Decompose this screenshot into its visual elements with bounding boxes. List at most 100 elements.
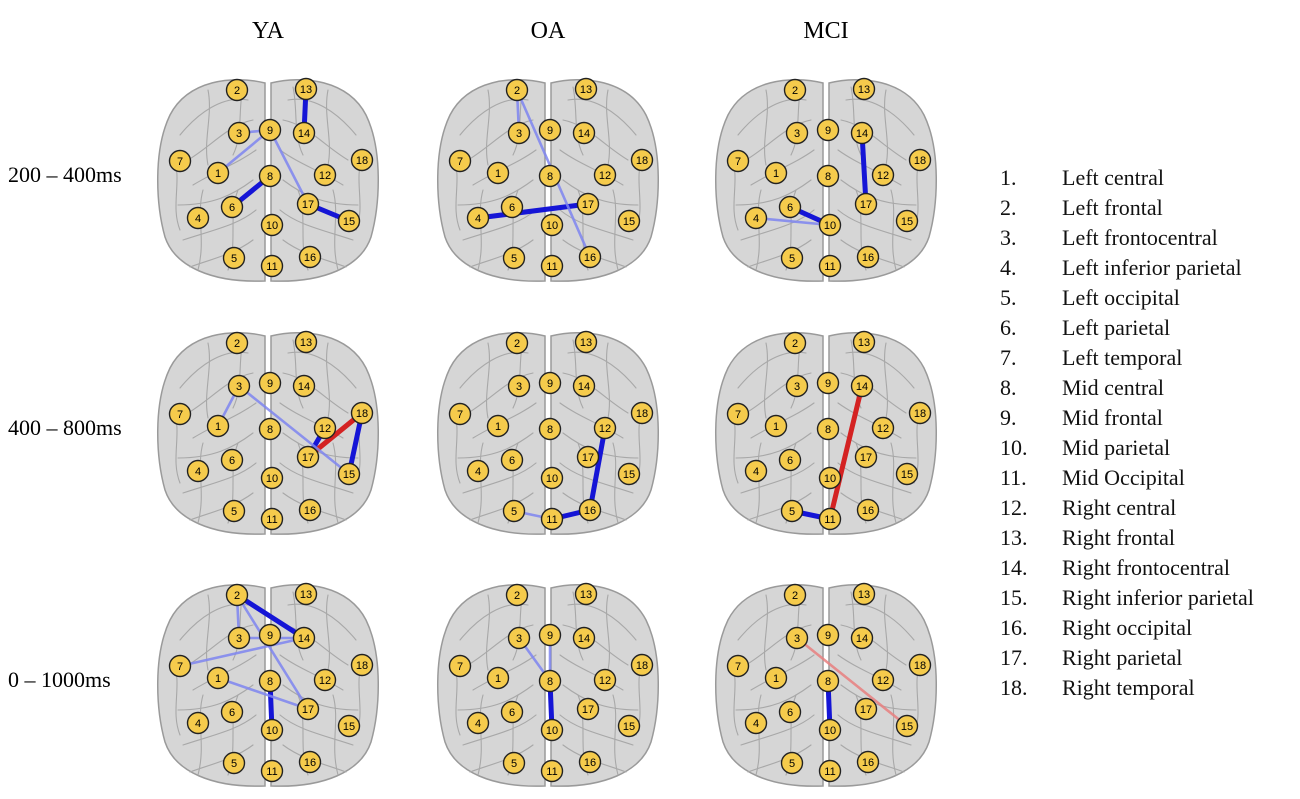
node-label: 16	[862, 252, 874, 264]
legend-item: 9.Mid frontal	[1000, 403, 1254, 433]
node-label: 18	[914, 408, 926, 420]
node-label: 11	[824, 766, 835, 778]
node-label: 15	[343, 469, 355, 481]
node-18: 18	[908, 653, 932, 677]
node-12: 12	[871, 163, 895, 187]
legend-number: 4.	[1000, 255, 1017, 280]
node-label: 8	[267, 424, 273, 436]
legend-item: 16.Right occipital	[1000, 613, 1254, 643]
node-10: 10	[818, 213, 842, 237]
node-7: 7	[726, 402, 750, 426]
node-label: 10	[266, 473, 278, 485]
node-18: 18	[630, 401, 654, 425]
node-label: 5	[511, 506, 517, 518]
legend-number: 18.	[1000, 675, 1028, 700]
node-label: 13	[580, 589, 592, 601]
node-label: 10	[266, 220, 278, 232]
node-label: 10	[824, 220, 836, 232]
node-label: 12	[877, 675, 889, 687]
legend-region-name: Mid central	[1062, 375, 1165, 400]
node-label: 4	[475, 213, 481, 225]
node-label: 5	[231, 758, 237, 770]
node-label: 16	[304, 505, 316, 517]
node-label: 18	[636, 155, 648, 167]
node-label: 2	[234, 338, 240, 350]
node-label: 11	[266, 766, 277, 778]
node-label: 8	[547, 676, 553, 688]
node-label: 8	[547, 171, 553, 183]
node-6: 6	[220, 700, 244, 724]
node-label: 12	[599, 170, 611, 182]
legend-item: 1.Left central	[1000, 163, 1254, 193]
edge-1-17	[216, 676, 310, 711]
edge-3-15	[237, 384, 351, 476]
node-label: 2	[514, 590, 520, 602]
legend-region-name: Mid Occipital	[1062, 465, 1185, 490]
node-label: 16	[584, 757, 596, 769]
legend-number: 2.	[1000, 195, 1017, 220]
node-label: 4	[753, 466, 759, 478]
node-label: 4	[753, 213, 759, 225]
node-label: 11	[824, 514, 835, 526]
legend-number: 16.	[1000, 615, 1028, 640]
legend-item: 3.Left frontocentral	[1000, 223, 1254, 253]
legend-item: 17.Right parietal	[1000, 643, 1254, 673]
node-label: 4	[475, 466, 481, 478]
node-label: 16	[862, 505, 874, 517]
node-6: 6	[778, 195, 802, 219]
node-label: 1	[495, 673, 501, 685]
node-8: 8	[816, 417, 840, 441]
node-10: 10	[818, 718, 842, 742]
node-label: 7	[457, 156, 463, 168]
node-12: 12	[313, 163, 337, 187]
node-9: 9	[816, 371, 840, 395]
node-label: 13	[580, 84, 592, 96]
node-label: 1	[215, 673, 221, 685]
node-label: 11	[546, 261, 557, 273]
node-label: 2	[792, 338, 798, 350]
node-3: 3	[507, 121, 531, 145]
node-10: 10	[260, 718, 284, 742]
node-17: 17	[576, 445, 600, 469]
node-2: 2	[783, 583, 807, 607]
node-7: 7	[726, 654, 750, 678]
node-label: 5	[511, 758, 517, 770]
node-label: 17	[860, 199, 872, 211]
node-label: 9	[825, 630, 831, 642]
node-label: 16	[584, 252, 596, 264]
node-label: 9	[547, 630, 553, 642]
node-11: 11	[818, 507, 842, 531]
edge-2-14	[234, 592, 307, 641]
node-12: 12	[593, 668, 617, 692]
node-label: 12	[877, 423, 889, 435]
node-9: 9	[538, 371, 562, 395]
node-14: 14	[292, 626, 316, 650]
node-4: 4	[186, 206, 210, 230]
column-title-mci: MCI	[803, 18, 848, 44]
node-label: 18	[636, 660, 648, 672]
node-16: 16	[856, 245, 880, 269]
node-8: 8	[816, 164, 840, 188]
column-title-ya: YA	[252, 18, 285, 44]
node-label: 18	[356, 155, 368, 167]
row-label-1: 200 – 400ms	[8, 162, 122, 187]
node-label: 16	[584, 505, 596, 517]
node-label: 18	[356, 408, 368, 420]
node-label: 6	[787, 455, 793, 467]
node-3: 3	[507, 626, 531, 650]
node-label: 9	[825, 125, 831, 137]
node-11: 11	[260, 759, 284, 783]
node-label: 8	[825, 676, 831, 688]
node-label: 17	[860, 452, 872, 464]
edge-7-14	[178, 636, 306, 668]
node-label: 3	[236, 381, 242, 393]
node-17: 17	[576, 192, 600, 216]
node-label: 15	[343, 721, 355, 733]
legend-number: 13.	[1000, 525, 1028, 550]
